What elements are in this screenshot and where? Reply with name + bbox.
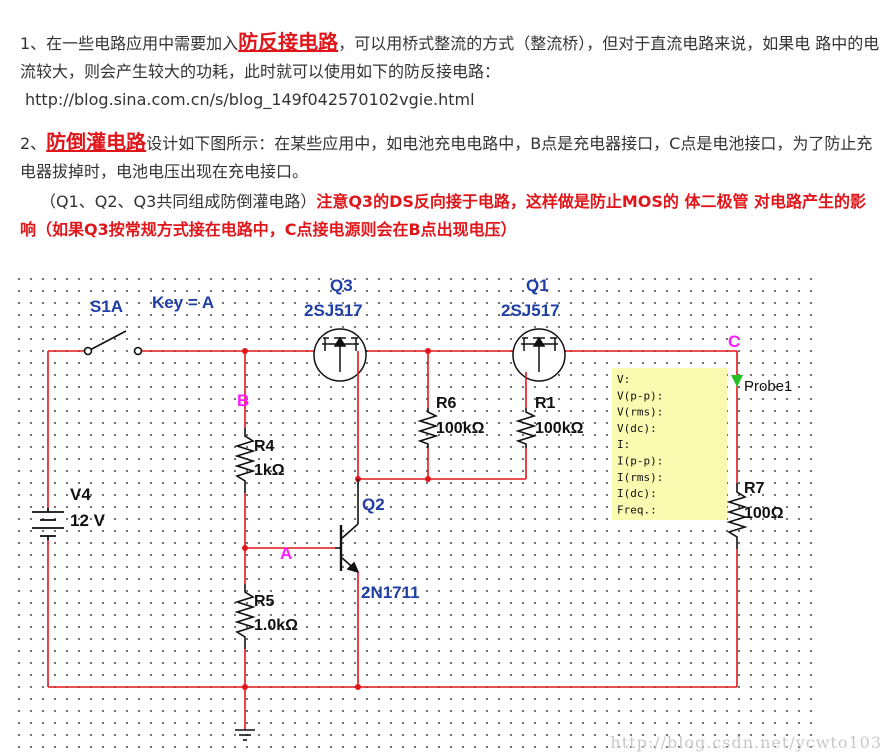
node-a-label: A <box>280 544 292 563</box>
resistor-r1-zigzag <box>515 408 537 448</box>
probe-name: Probe1 <box>744 378 792 395</box>
resistor-r7-zigzag <box>726 483 748 549</box>
probe-field-label: V(rms): <box>617 406 663 419</box>
probe-field-label: V(p-p): <box>617 389 663 402</box>
r7-value: 100Ω <box>744 505 784 522</box>
probe-readout-box <box>612 368 727 520</box>
paragraph-anti-reverse: 1、在一些电路应用中需要加入防反接电路，可以用桥式整流的方式（整流桥），但对于直… <box>20 30 880 81</box>
node-c-label: C <box>728 332 740 351</box>
q3-part: 2SJ517 <box>304 301 363 320</box>
probe-field-label: I(p-p): <box>617 455 663 468</box>
node-b-label: B <box>237 391 249 410</box>
q2-name: Q2 <box>362 495 385 514</box>
highlight-anti-backflow: 防倒灌电路 <box>46 130 147 154</box>
blog-link[interactable]: http://blog.sina.com.cn/s/blog_149f04257… <box>25 90 475 109</box>
switch-s1a <box>83 330 143 356</box>
r6-value: 100kΩ <box>436 420 485 437</box>
probe-field-label: I(dc): <box>617 487 657 500</box>
r5-name: R5 <box>254 593 275 610</box>
paragraph-note: （Q1、Q2、Q3共同组成防倒灌电路）注意Q3的DS反向接于电路，这样做是防止M… <box>20 192 867 239</box>
probe-field-label: Freq.: <box>617 503 657 516</box>
circuit-diagram: S1A Key = A V4 12 V Q3 2SJ517 <box>18 278 818 756</box>
resistor-r4-zigzag <box>234 428 256 493</box>
resistors <box>234 408 748 649</box>
highlight-anti-reverse: 防反接电路 <box>238 30 339 54</box>
resistor-r5-zigzag <box>234 584 256 649</box>
q3-name: Q3 <box>330 278 353 295</box>
ground-symbol <box>235 729 255 741</box>
r1-name: R1 <box>535 395 556 412</box>
note-red-text: 注意Q3的DS反向接于电路，这样做是防止MOS的 体二极管 对电路产生的影响（如… <box>20 192 867 239</box>
q1-part: 2SJ517 <box>501 301 560 320</box>
probe-arrow-icon <box>731 375 743 387</box>
q1-name: Q1 <box>526 278 549 295</box>
mosfet-q1 <box>512 328 566 382</box>
circuit-wires <box>47 350 738 730</box>
watermark: http://blog.csdn.net/ycwto103 <box>610 733 882 752</box>
probe-fields: V: V(p-p): V(rms): V(dc): I: I(p-p): I(rms): I(… <box>617 373 663 516</box>
paragraph-anti-backflow: 2、防倒灌电路设计如下图所示：在某些应用中，如电池充电电路中，B点是充电器接口，… <box>20 130 873 181</box>
r7-name: R7 <box>744 480 765 497</box>
r5-value: 1.0kΩ <box>254 617 298 634</box>
r6-name: R6 <box>436 395 457 412</box>
battery-name: V4 <box>70 485 91 504</box>
r4-value: 1kΩ <box>254 462 285 479</box>
probe-field-label: V: <box>617 373 630 386</box>
r4-name: R4 <box>254 438 275 455</box>
switch-name: S1A <box>90 297 123 316</box>
r1-value: 100kΩ <box>535 420 584 437</box>
mosfet-q3 <box>313 328 367 479</box>
probe-field-label: I(rms): <box>617 471 663 484</box>
switch-key-label: Key = A <box>152 293 214 312</box>
probe-field-label: I: <box>617 438 630 451</box>
transistor-q2 <box>335 479 360 687</box>
resistor-r6-zigzag <box>417 408 439 448</box>
q2-part: 2N1711 <box>361 583 420 602</box>
battery-v4 <box>32 508 64 540</box>
battery-voltage: 12 V <box>70 511 106 530</box>
probe-field-label: V(dc): <box>617 422 657 435</box>
